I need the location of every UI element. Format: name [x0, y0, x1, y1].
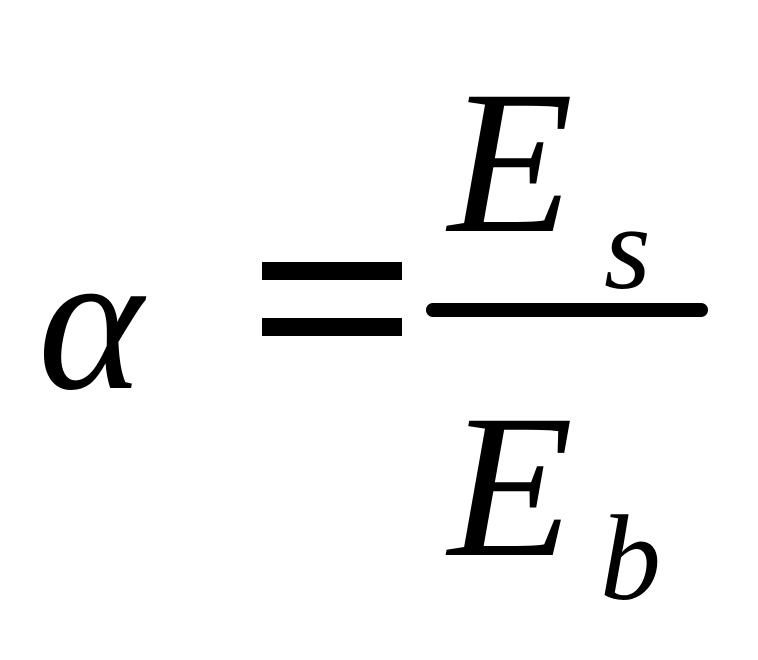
alpha-symbol: α [38, 211, 143, 432]
equals-sign-top-bar [262, 262, 402, 280]
denominator-subscript: b [600, 491, 661, 626]
numerator-base: E [448, 49, 574, 276]
equals-sign-bottom-bar [262, 318, 402, 336]
denominator-base: E [448, 373, 574, 600]
numerator-subscript: s [604, 181, 651, 314]
fraction-bar [426, 303, 708, 317]
